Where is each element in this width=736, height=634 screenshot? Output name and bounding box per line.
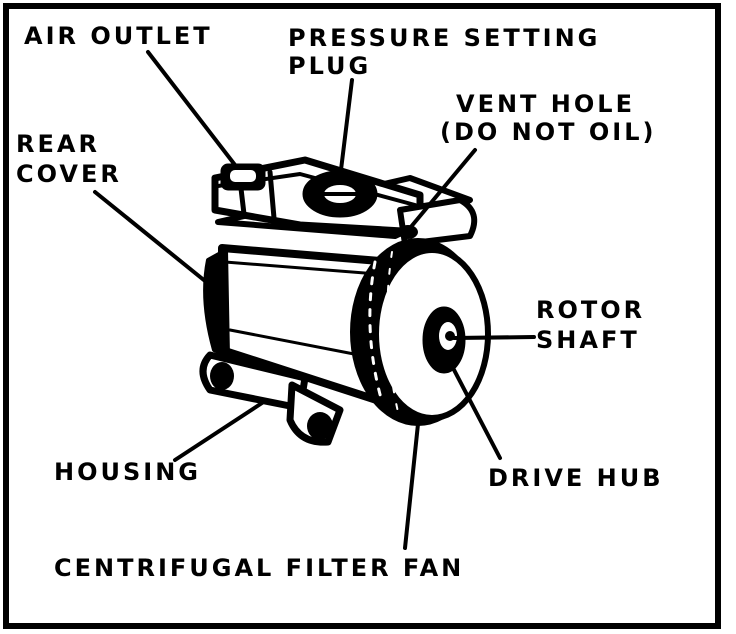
label-vent-hole-line1: VENT HOLE <box>456 90 635 118</box>
label-housing: HOUSING <box>54 458 201 486</box>
leader-rear-cover <box>93 190 212 287</box>
label-pressure-setting-line2: PLUG <box>288 52 371 80</box>
label-rear-cover-line1: REAR <box>16 130 100 158</box>
leader-filter-fan <box>403 422 420 550</box>
label-vent-hole-line2: (DO NOT OIL) <box>440 118 656 146</box>
leader-housing <box>173 401 264 462</box>
diagram-border <box>3 3 721 629</box>
leader-vent-hole <box>408 148 477 230</box>
label-rotor-shaft-line2: SHAFT <box>536 326 640 354</box>
leader-air-outlet <box>146 50 237 167</box>
vent-fitting <box>397 197 478 247</box>
label-drive-hub: DRIVE HUB <box>488 464 664 492</box>
label-pressure-setting-line1: PRESSURE SETTING <box>288 24 600 52</box>
leader-lines <box>93 50 536 550</box>
label-air-outlet: AIR OUTLET <box>24 22 213 50</box>
label-rear-cover-line2: COVER <box>16 160 122 188</box>
leader-pressure-plug <box>338 78 354 180</box>
labels: AIR OUTLET PRESSURE SETTING PLUG VENT HO… <box>16 22 664 582</box>
label-rotor-shaft-line1: ROTOR <box>536 296 645 324</box>
rear-cover <box>203 248 230 358</box>
vacuum-pump-illustration <box>199 156 491 446</box>
leader-rotor-shaft <box>452 335 536 340</box>
label-centrifugal-filter-fan: CENTRIFUGAL FILTER FAN <box>54 554 464 582</box>
leader-drive-hub <box>450 364 502 460</box>
